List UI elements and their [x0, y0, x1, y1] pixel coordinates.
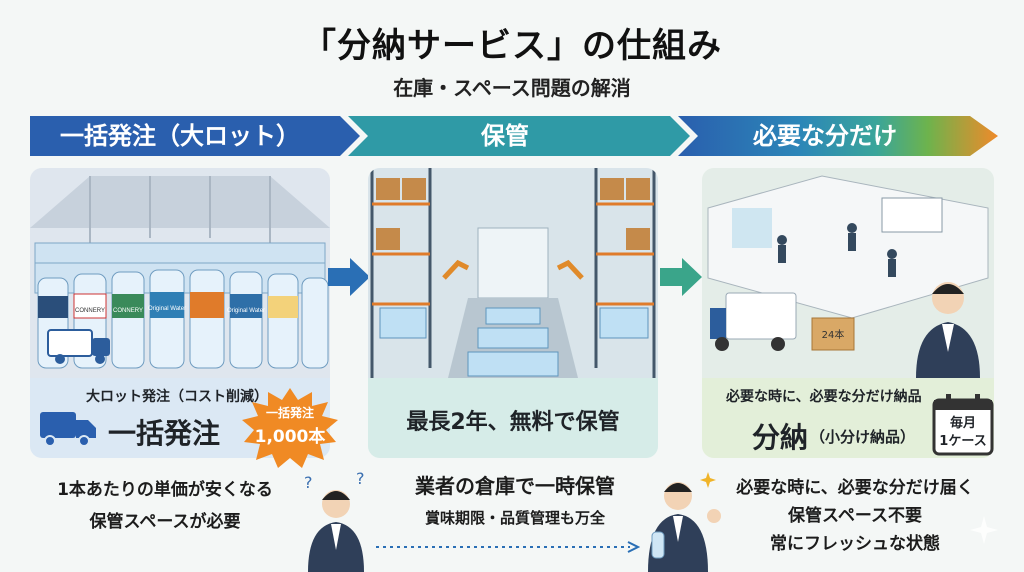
badge-line1: 一括発注: [265, 406, 314, 420]
businessman-avatar: [916, 282, 980, 378]
calendar-icon: [932, 394, 994, 456]
delivery-truck-illustration: [710, 292, 797, 351]
step1-desc-line2: 保管スペースが必要: [89, 512, 241, 532]
warehouse-bottles-illustration: CONNERY CONNERY Original Water Original …: [30, 168, 330, 378]
storage-warehouse-illustration: [368, 168, 658, 378]
bottle-label-3: Original Water: [148, 306, 186, 312]
arrow-right-icon: [328, 258, 370, 296]
step1-caption-big: 一括発注: [108, 417, 221, 450]
step2-desc-line1: 業者の倉庫で一時保管: [415, 474, 615, 498]
page-subtitle: 在庫・スペース問題の解消: [393, 76, 631, 100]
bottle-label-2: CONNERY: [113, 308, 143, 314]
step3-caption-big: 分納: [752, 421, 809, 454]
order-quantity-badge: [242, 388, 338, 468]
step3-desc-line2: 保管スペース不要: [788, 506, 922, 526]
page-title: 「分納サービス」の仕組み: [302, 26, 722, 66]
dotted-arrow: [376, 541, 640, 553]
step1-desc-line1: 1本あたりの単価が安くなる: [57, 480, 273, 500]
step1-caption-small: 大ロット発注（コスト削減）: [86, 389, 268, 405]
sparkle-icon: [970, 516, 998, 544]
happy-person-illustration: [648, 472, 721, 572]
step3-panel: 24本 必要な時に、必要な分だけ納品 分納 （小分け納品）: [702, 168, 994, 458]
step3-header: 必要な分だけ: [753, 122, 897, 150]
bottle-label-4: Original Water: [227, 308, 265, 314]
step2-caption-big: 最長2年、無料で保管: [406, 410, 620, 435]
svg-text:?: ?: [356, 470, 365, 488]
step2-desc-line2: 賞味期限・品質管理も万全: [424, 509, 605, 527]
calendar-line1: 毎月: [949, 416, 976, 431]
office-delivery-illustration: 24本: [702, 168, 994, 378]
worried-person-illustration: ? ?: [304, 470, 365, 572]
box-label: 24本: [822, 328, 845, 341]
step3-description: 必要な時に、必要な分だけ届く 保管スペース不要 常にフレッシュな状態: [720, 474, 990, 558]
step3-desc-line1: 必要な時に、必要な分だけ届く: [736, 478, 974, 498]
arrow-right-icon: [660, 258, 702, 296]
svg-text:?: ?: [304, 473, 313, 492]
step3-desc-line3: 常にフレッシュな状態: [770, 534, 940, 554]
truck-icon: [40, 412, 96, 447]
step3-caption-small: 必要な時に、必要な分だけ納品: [726, 389, 922, 405]
step3-caption-paren: （小分け納品）: [810, 428, 916, 446]
step2-description: 業者の倉庫で一時保管 賞味期限・品質管理も万全: [380, 470, 650, 534]
calendar-line2: 1ケース: [939, 434, 987, 449]
badge-line2: 1,000本: [254, 427, 326, 447]
step1-description: 1本あたりの単価が安くなる 保管スペースが必要: [30, 474, 300, 538]
bottle-label-1: CONNERY: [75, 308, 105, 314]
step1-panel: CONNERY CONNERY Original Water Original …: [30, 168, 330, 458]
step2-panel: 最長2年、無料で保管: [368, 168, 658, 458]
truck-icon: [47, 329, 110, 364]
step1-header: 一括発注（大ロット）: [60, 122, 300, 150]
step2-header: 保管: [481, 122, 529, 150]
flow-arrow-bar: [30, 116, 998, 156]
